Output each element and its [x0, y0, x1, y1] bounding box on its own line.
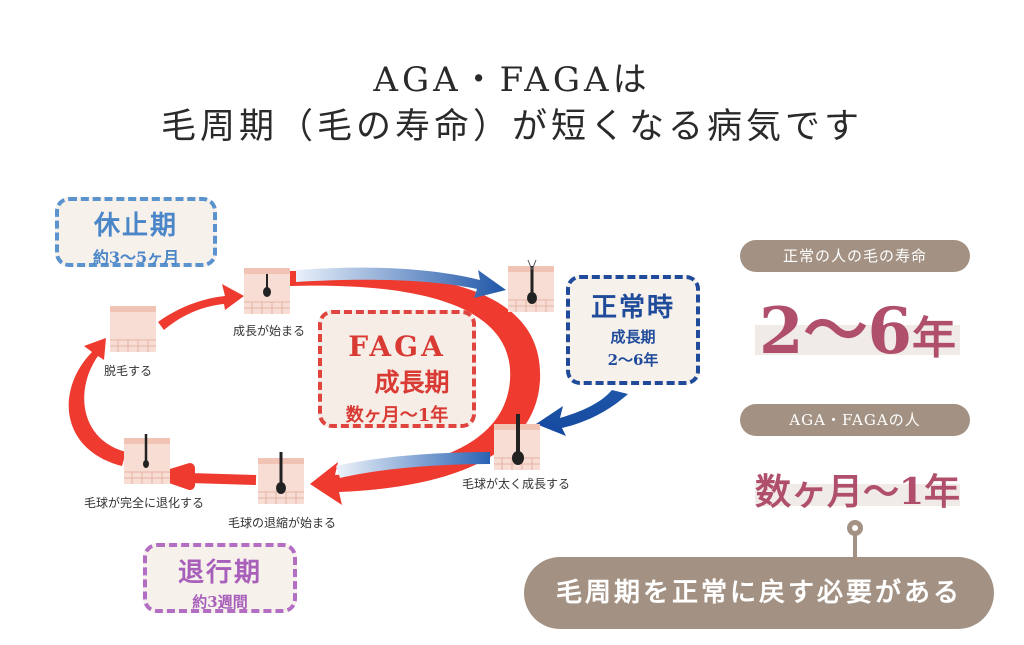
arrow-shrink-to-regressed — [159, 463, 257, 490]
phase-regress-name: 退行期 — [177, 558, 262, 588]
phase-rest-name: 休止期 — [93, 211, 178, 241]
phase-box-faga: FAGA 成長期 数ヶ月〜1年 — [318, 310, 476, 428]
normal-value-unit: 年 — [912, 313, 957, 364]
normal-lifespan-value: 2〜6年 — [745, 280, 970, 372]
follicle-thicken — [507, 259, 555, 313]
normal-lifespan-label: 正常の人の毛の寿命 — [740, 240, 970, 272]
phase-faga-sub: 成長期 — [374, 368, 450, 397]
aga-lifespan-value: 数ヶ月〜1年 — [754, 471, 961, 513]
phase-box-regress: 退行期 約3週間 — [143, 543, 297, 613]
arrow-growth-to-normal — [296, 267, 506, 298]
aga-value-highlight — [755, 484, 960, 506]
page-title-line2: 毛周期（毛の寿命）が短くなる病気です — [160, 107, 863, 147]
stage-label-thicken: 毛球が太く成長する — [462, 477, 571, 491]
connector-line — [853, 534, 857, 558]
follicle-shed — [109, 305, 157, 353]
page-title-line1: AGA・FAGAは — [373, 60, 651, 100]
phase-box-rest: 休止期 約3〜5ヶ月 — [55, 197, 217, 267]
normal-value-highlight — [755, 325, 960, 355]
conclusion-banner: 毛周期を正常に戻す必要がある — [524, 557, 994, 629]
phase-faga-name: FAGA — [348, 330, 446, 363]
phase-normal-sub: 成長期 — [610, 328, 656, 346]
aga-lifespan-label: AGA・FAGAの人 — [740, 404, 970, 436]
phase-box-normal: 正常時 成長期 2〜6年 — [566, 275, 700, 385]
follicle-growth-start — [243, 267, 291, 315]
follicle-shrink-start — [257, 452, 305, 505]
arrow-thicken-to-shrink — [336, 452, 490, 478]
normal-value-number: 2〜6 — [758, 294, 913, 369]
arrow-normal-to-thicken — [536, 390, 628, 436]
follicle-fully-regressed — [123, 434, 171, 485]
faga-cycle-arrow — [290, 270, 541, 505]
arrow-regressed-to-shed — [68, 338, 126, 466]
stage-label-shrink-start: 毛球の退縮が始まる — [228, 516, 337, 530]
connector-dot — [847, 520, 863, 536]
phase-normal-name: 正常時 — [590, 293, 675, 323]
stage-label-growth-start: 成長が始まる — [233, 324, 306, 338]
stage-label-fully-regressed: 毛球が完全に退化する — [84, 496, 205, 510]
phase-faga-duration: 数ヶ月〜1年 — [345, 405, 449, 426]
follicle-thick — [493, 414, 541, 471]
stage-label-shed: 脱毛する — [104, 364, 153, 378]
phase-normal-duration: 2〜6年 — [607, 351, 659, 369]
phase-rest-duration: 約3〜5ヶ月 — [92, 248, 180, 267]
phase-regress-duration: 約3週間 — [192, 593, 248, 611]
arrow-shed-to-growth — [158, 284, 244, 330]
